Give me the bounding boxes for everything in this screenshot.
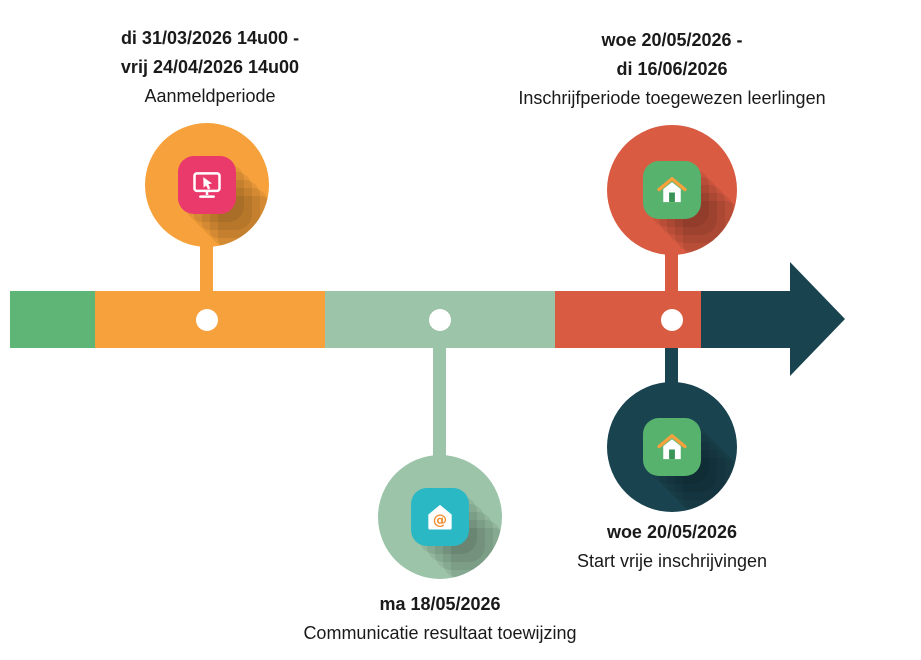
timeline-segment-green [10, 291, 95, 348]
timeline-marker-dot [661, 309, 683, 331]
monitor-cursor-icon [178, 156, 236, 214]
house-icon [643, 418, 701, 476]
milestone-circle-inschrijfperiode [607, 125, 737, 255]
timeline-marker-dot [429, 309, 451, 331]
milestone-circle-communicatie-resultaat: @ [378, 455, 502, 579]
milestone-circle-aanmeldperiode [145, 123, 269, 247]
house-icon [643, 161, 701, 219]
timeline-marker-dot [196, 309, 218, 331]
milestone-label: Inschrijfperiode toegewezen leerlingen [518, 88, 826, 108]
milestone-label: Start vrije inschrijvingen [576, 551, 768, 571]
milestone-date: woe 20/05/2026 [606, 522, 738, 542]
svg-text:@: @ [433, 513, 447, 529]
timeline-segment-teal [701, 291, 791, 348]
caption-aanmeldperiode: di 31/03/2026 14u00 - vrij 24/04/2026 14… [55, 24, 365, 111]
milestone-label: Aanmeldperiode [144, 86, 276, 106]
milestone-date: woe 20/05/2026 - [601, 30, 743, 50]
caption-communicatie-resultaat: ma 18/05/2026 Communicatie resultaat toe… [280, 590, 600, 648]
milestone-date: ma 18/05/2026 [379, 594, 501, 614]
milestone-label: Communicatie resultaat toewijzing [303, 623, 577, 643]
timeline-arrowhead-icon [790, 262, 845, 376]
house-at-icon: @ [411, 488, 469, 546]
milestone-date: vrij 24/04/2026 14u00 [120, 57, 300, 77]
milestone-date: di 16/06/2026 [616, 59, 728, 79]
milestone-circle-vrije-inschrijvingen [607, 382, 737, 512]
milestone-date: di 31/03/2026 14u00 - [120, 28, 300, 48]
caption-inschrijfperiode: woe 20/05/2026 - di 16/06/2026 Inschrijf… [482, 26, 862, 113]
caption-vrije-inschrijvingen: woe 20/05/2026 Start vrije inschrijvinge… [512, 518, 832, 576]
